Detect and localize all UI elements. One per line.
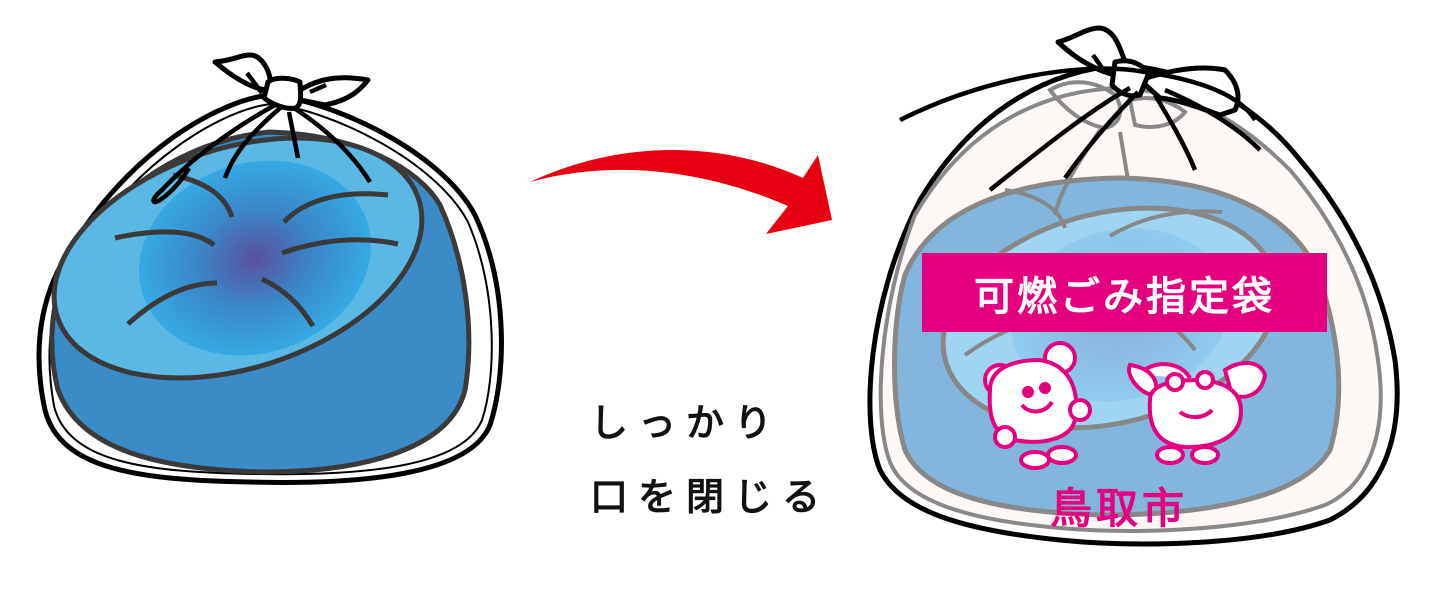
bag-label-band: 可燃ごみ指定袋: [922, 253, 1327, 332]
left-bag: [36, 52, 504, 485]
crab-mascot-icon: [1127, 361, 1268, 465]
caption-line-1: しっかり: [590, 401, 783, 445]
bag-label-text: 可燃ごみ指定袋: [974, 273, 1275, 320]
caption-line-2: 口を閉じる: [590, 475, 831, 519]
pear-mascot-icon: [983, 341, 1092, 470]
city-name: 鳥取市: [1050, 484, 1189, 533]
arrow-right-icon: [530, 149, 832, 234]
